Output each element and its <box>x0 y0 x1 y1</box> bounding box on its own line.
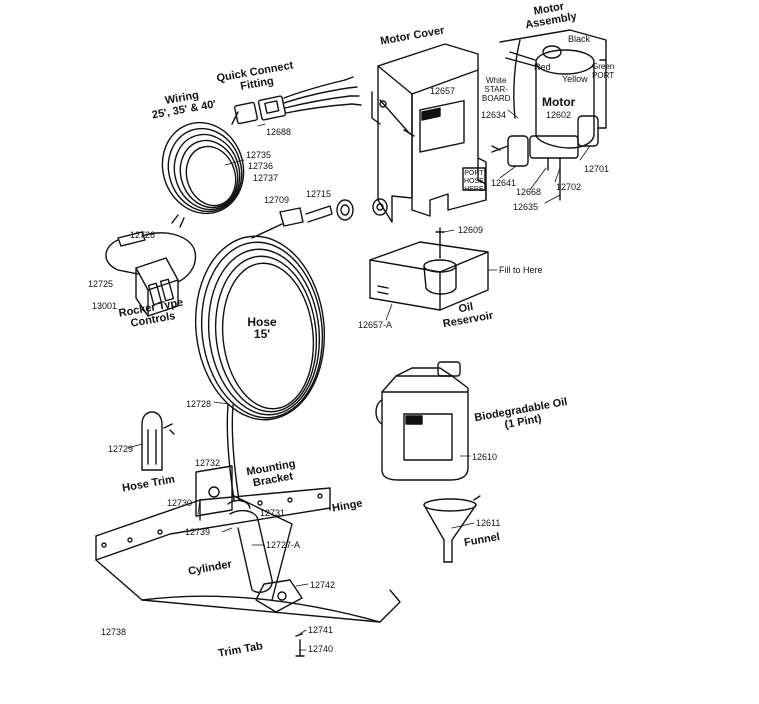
oil-bottle-drawing <box>375 361 469 481</box>
part-12610: 12610 <box>472 452 498 462</box>
wire-label-white-starboard: White STAR- BOARD <box>482 76 511 103</box>
part-12735: 12735 <box>246 150 272 160</box>
part-12738: 12738 <box>101 627 127 637</box>
part-12634: 12634 <box>481 110 507 120</box>
wire-label-black: Black <box>568 34 591 44</box>
part-12702: 12702 <box>556 182 582 192</box>
part-12657: 12657 <box>430 86 456 96</box>
wiring-harness-drawing <box>161 111 245 228</box>
part-12709: 12709 <box>264 195 290 205</box>
wire-label-yellow: Yellow <box>562 74 588 84</box>
part-12688: 12688 <box>266 127 292 137</box>
part-12635: 12635 <box>513 202 539 212</box>
part-12701: 12701 <box>584 164 610 174</box>
part-13001: 13001 <box>92 301 118 311</box>
title-motor: Motor <box>542 95 576 109</box>
part-12731: 12731 <box>260 508 286 518</box>
part-12657-a: 12657-A <box>358 320 393 330</box>
wire-label-red: Red <box>534 62 551 72</box>
hose-coil-drawing <box>194 223 326 501</box>
part-12609: 12609 <box>458 225 484 235</box>
hose-trim-drawing <box>141 411 175 471</box>
part-12727-a: 12727-A <box>266 540 301 550</box>
part-12730: 12730 <box>167 498 193 508</box>
part-12611: 12611 <box>476 518 501 528</box>
funnel-drawing <box>423 495 481 563</box>
part-12726: 12726 <box>130 230 156 240</box>
part-12668: 12668 <box>516 187 542 197</box>
leader-lines <box>127 109 591 651</box>
wire-label-green-port: Green PORT <box>592 62 615 80</box>
part-12737: 12737 <box>253 173 279 183</box>
oil-reservoir-drawing <box>369 227 489 311</box>
motor-cover-drawing <box>371 43 487 223</box>
quick-connect-fitting-drawing <box>234 76 362 125</box>
part-12725: 12725 <box>88 279 114 289</box>
part-12729: 12729 <box>108 444 134 454</box>
motor-assembly-drawing <box>491 29 607 201</box>
trim-tab-drawing <box>95 465 401 657</box>
part-12736: 12736 <box>248 161 274 171</box>
label-fill-to-here: Fill to Here <box>499 265 543 275</box>
title-hose: Hose 15' <box>247 315 277 341</box>
part-12742: 12742 <box>310 580 336 590</box>
part-12602: 12602 <box>546 110 572 120</box>
hose-fitting-drawing <box>279 199 354 227</box>
part-12740: 12740 <box>308 644 334 654</box>
part-12739: 12739 <box>185 527 211 537</box>
part-12715: 12715 <box>306 189 332 199</box>
part-12732: 12732 <box>195 458 221 468</box>
part-12641: 12641 <box>491 178 517 188</box>
rocker-controls-drawing <box>105 231 197 317</box>
label-port-hose-here: PORT HOSE HERE <box>464 170 484 193</box>
part-12741: 12741 <box>308 625 334 635</box>
part-12728: 12728 <box>186 399 212 409</box>
